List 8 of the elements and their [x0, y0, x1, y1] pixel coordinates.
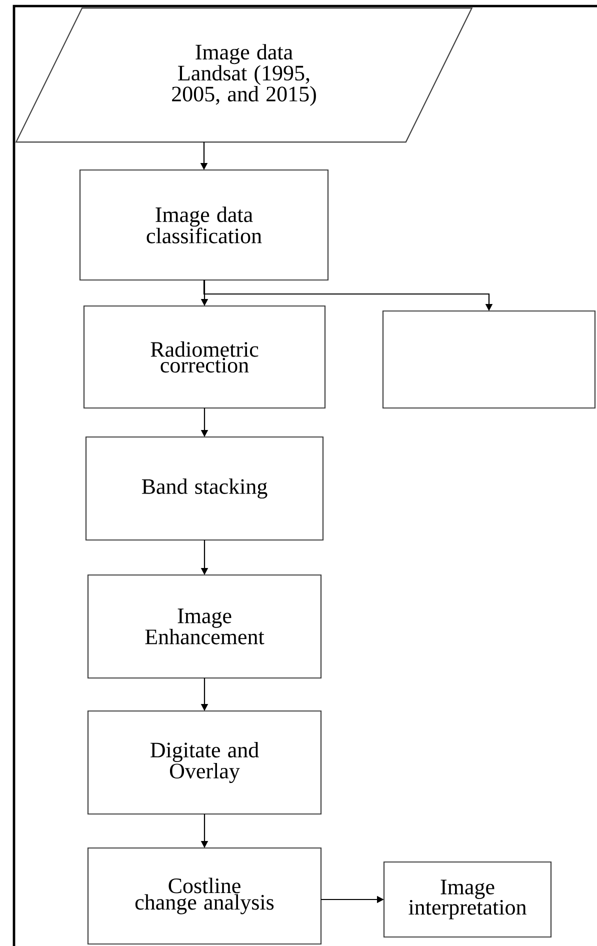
process-box: Radiometric correction	[83, 305, 326, 409]
process-box: Image interpretation	[383, 861, 552, 938]
process-box: Band stacking	[85, 436, 324, 541]
process-box: Image Enhancement	[87, 574, 322, 679]
process-box: Image data classification	[79, 169, 329, 281]
process-box: Costline change analysis	[87, 847, 322, 945]
process-box	[382, 310, 596, 409]
process-box: Digitate and Overlay	[87, 710, 322, 815]
